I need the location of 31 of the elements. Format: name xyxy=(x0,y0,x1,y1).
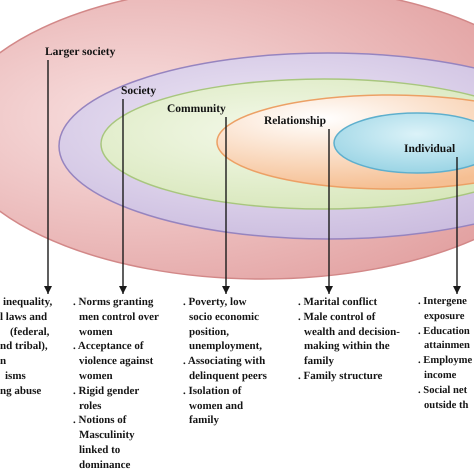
factor-text: . Education attainmen xyxy=(418,324,471,354)
factor-text: . Notions of Masculinity linked to dominance xyxy=(73,413,136,473)
factor-text: (federal, xyxy=(9,324,50,340)
factor-text: inequality, xyxy=(2,295,54,310)
factor-text: . Associating with delinquent peers xyxy=(183,354,268,384)
leader-arrow xyxy=(44,60,52,294)
factor-text: n xyxy=(0,354,8,369)
factor-text: . Family structure xyxy=(298,368,384,384)
factor-text: . Acceptance of violence against women xyxy=(73,339,154,384)
leader-arrow xyxy=(119,99,127,294)
level-label: Individual xyxy=(404,143,456,156)
level-label: Society xyxy=(121,85,156,98)
level-label: Relationship xyxy=(264,115,326,128)
factor-text: . Isolation of women and family xyxy=(183,384,244,428)
factor-text: . Rigid gender roles xyxy=(73,384,140,414)
factor-text: ng abuse xyxy=(0,384,42,399)
leader-arrow xyxy=(453,157,461,294)
factor-text: isms xyxy=(4,368,27,384)
factor-text: . Social net outside th xyxy=(418,384,470,413)
level-label: Community xyxy=(167,103,226,116)
factor-text: l laws and xyxy=(0,310,48,325)
leader-arrow xyxy=(222,117,230,294)
level-label: Larger society xyxy=(45,46,116,59)
factor-text: . Poverty, low socio economic position, unemployment, xyxy=(183,295,264,354)
leader-arrow xyxy=(325,129,333,294)
factor-text: . Male control of wealth and decision-making within the family xyxy=(298,310,401,369)
factor-text: . Intergene exposure xyxy=(418,295,468,324)
factor-text: . Marital conflict xyxy=(298,295,378,310)
factor-text: nd tribal), xyxy=(0,339,49,354)
factor-text: . Norms granting men control over women xyxy=(73,295,160,340)
factor-text: . Employme income xyxy=(418,354,474,383)
